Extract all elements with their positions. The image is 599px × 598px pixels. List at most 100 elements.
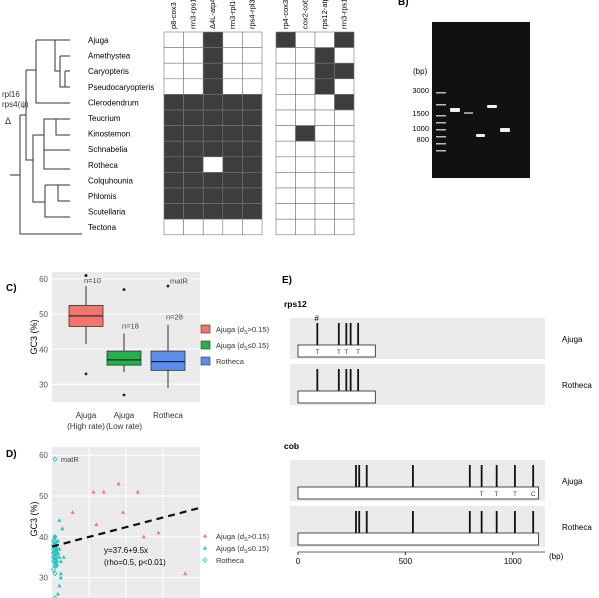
matrix-cell (202, 187, 224, 204)
matrix-cell (334, 156, 355, 173)
y-tick-label: 40 (39, 533, 48, 542)
matrix-cell (222, 203, 243, 220)
legend-label: Ajuga (dS>0.15) (216, 325, 270, 336)
scatter-point (52, 546, 58, 552)
matrix-cell (314, 125, 335, 142)
matrix-cell (242, 218, 263, 236)
matrix-header: rp4-cox3 (281, 0, 290, 29)
tree-branch (43, 118, 70, 170)
gel-marker-label: 1000 (412, 124, 429, 133)
species-label: Rotheca (562, 381, 592, 390)
scatter-point (60, 526, 65, 531)
tree-branch (20, 70, 33, 161)
matrix-cell (314, 218, 335, 236)
matrix-cell (334, 140, 355, 158)
box (150, 350, 186, 371)
matrix-cell (334, 31, 355, 48)
matrix-cell (314, 62, 335, 80)
scatter-point (58, 575, 63, 580)
scatter-point (156, 530, 161, 535)
ladder-band (436, 92, 446, 94)
scatter-point (52, 537, 58, 544)
taxon-label: Schnabelia (88, 145, 128, 154)
matrix-cell (202, 203, 224, 220)
gel-marker-label: 3000 (412, 86, 429, 95)
panel-label-c: C) (6, 283, 17, 294)
matrix-cell (163, 31, 184, 48)
scatter-point (52, 595, 58, 598)
y-tick-label: 50 (39, 492, 48, 501)
matrix-cell (295, 31, 316, 48)
matrix-cell (163, 203, 184, 220)
n-label: n=10 (84, 276, 101, 285)
matrix-cell (334, 109, 355, 126)
matrix-cell (222, 172, 243, 189)
category-label: (Low rate) (106, 422, 142, 431)
matrix-cell (183, 203, 204, 220)
plot-legend: Ajuga (dS>0.15) Ajuga (dS≤0.15) Rotheca (200, 324, 270, 366)
matrix-cell (295, 62, 316, 80)
scatter-point (52, 558, 58, 565)
gene-bar (297, 344, 376, 358)
gel-bands (450, 105, 510, 137)
matrix-cell (202, 125, 224, 142)
matrix-cell (295, 125, 316, 142)
outlier-point (166, 284, 170, 288)
scatter-point (53, 562, 59, 569)
matrix-cell (222, 109, 243, 126)
taxon-label: Ajuga (88, 36, 109, 45)
matrix-cell (183, 109, 204, 126)
site-letter: T (337, 349, 341, 356)
legend-label: Ajuga (dS≤0.15) (216, 341, 269, 352)
taxon-labels: AjugaAmethysteaCaryopterisPseudocaryopte… (88, 36, 154, 232)
site-letter: T (344, 349, 348, 356)
matrix-cell (202, 94, 224, 111)
gel-band (500, 128, 510, 132)
matrix-cell (163, 172, 184, 189)
matrix-cell (222, 62, 243, 80)
matrix-cell (295, 140, 316, 158)
panel-label-d: D) (6, 449, 17, 460)
gel-lane-label: 3 (479, 14, 484, 23)
matrix-cell (242, 78, 263, 95)
y-tick-label: 30 (39, 574, 48, 583)
annotation: matR (61, 455, 80, 464)
outlier-point (84, 274, 88, 277)
x-tick-label: 500 (399, 557, 413, 566)
site-letter: T (513, 491, 517, 498)
matrix-cell (314, 47, 335, 64)
panel-label-e: E) (282, 275, 292, 286)
x-tick-label: 1000 (504, 557, 522, 566)
matrix-cell (222, 94, 243, 111)
matrix-cell (163, 140, 184, 158)
gel-band (464, 112, 473, 114)
gel-lane-label: M (439, 14, 446, 23)
matrix-cell (163, 109, 184, 126)
site-letter: T (315, 349, 319, 356)
scatter-point (70, 510, 75, 514)
matrix-cell (334, 172, 355, 189)
matrix-cell (222, 47, 243, 64)
gel-unit: (bp) (413, 67, 428, 76)
outlier-point (122, 393, 126, 397)
gel-lane-label: 1 (454, 14, 459, 23)
matrix-cell (202, 218, 224, 236)
trend-line (51, 506, 201, 548)
scatter-area: matR (50, 455, 201, 598)
legend-label: Rotheca (216, 357, 245, 366)
delta-marker: Δ (5, 116, 11, 126)
matrix-cell (183, 62, 204, 80)
n-label: n=28 (166, 313, 183, 322)
legend-swatch (200, 356, 211, 366)
taxon-label: Clerodendrum (88, 98, 139, 107)
matrix-header: rps12-atp9 (320, 0, 329, 29)
annotation: matR (170, 277, 189, 286)
gene-bar (297, 532, 539, 546)
